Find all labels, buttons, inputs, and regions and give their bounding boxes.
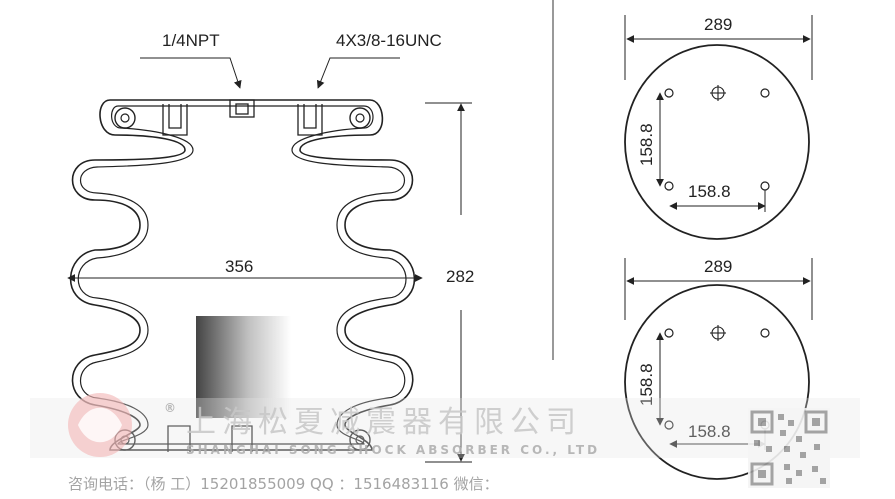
inner-shade	[196, 316, 291, 418]
bottom-bolt-x-label: 158.8	[688, 422, 731, 441]
top-diameter-label: 289	[704, 15, 732, 34]
company-name-cn: 上海松夏减震器有限公司	[186, 405, 582, 440]
bottom-stud-right	[231, 425, 253, 452]
top-plate	[624, 44, 810, 240]
qr-code	[748, 408, 830, 488]
bottom-bolt-y-label: 158.8	[637, 363, 656, 406]
bottom-stud-left	[167, 425, 191, 452]
top-view: 289 158.8 158.8	[624, 15, 813, 240]
port-label: 1/4NPT	[162, 31, 220, 50]
top-stud-right	[297, 104, 323, 136]
contact-line: 咨询电话：（杨 工）15201855009 QQ ：1516483116 微信：	[68, 475, 499, 493]
bottom-port-crosshair	[710, 325, 726, 341]
bottom-plate	[624, 284, 810, 480]
top-bolt-x-label: 158.8	[688, 182, 731, 201]
registered-mark: ®	[164, 401, 179, 415]
width-dimension: 356	[225, 257, 253, 276]
bottom-view: 289 158.8 158.8	[624, 257, 813, 480]
company-logo	[68, 393, 132, 457]
top-bolt-y-label: 158.8	[637, 123, 656, 166]
top-stud-left	[162, 104, 188, 136]
stud-label: 4X3/8-16UNC	[336, 31, 442, 50]
top-port-crosshair	[710, 85, 726, 101]
bottom-diameter-label: 289	[704, 257, 732, 276]
company-name-en: SHANGHAI SONG SHOCK ABSORBER CO., LTD	[186, 443, 600, 457]
front-view: 1/4NPT 4X3/8-16UNC 356 282	[67, 31, 474, 463]
height-dimension: 282	[446, 267, 474, 286]
watermark: ® 上海松夏减震器有限公司 SHANGHAI SONG SHOCK ABSORB…	[30, 393, 860, 493]
bellows-outline	[69, 99, 416, 451]
air-port	[229, 99, 255, 118]
bellows-inner-outline	[77, 105, 407, 445]
